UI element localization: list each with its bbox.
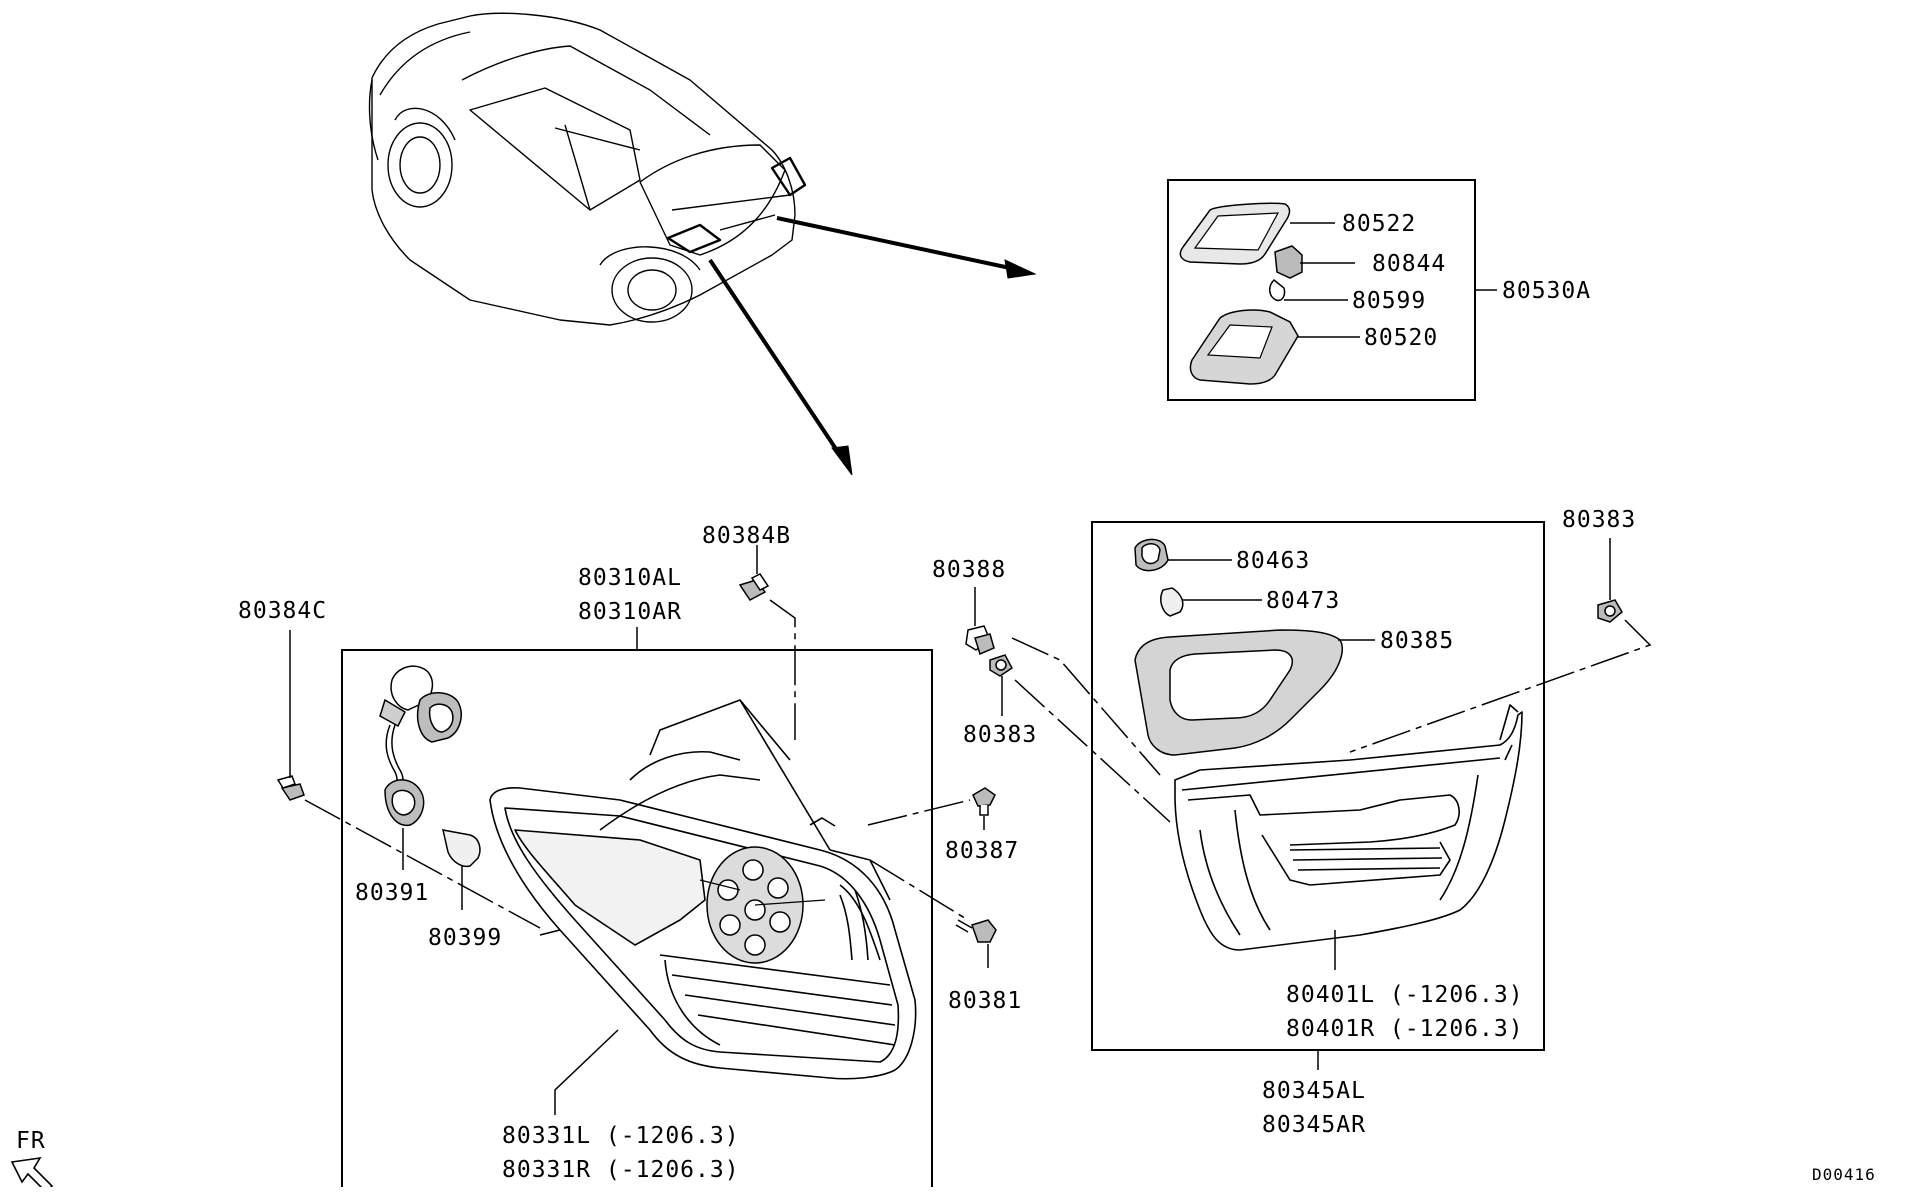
label-80401R: 80401R (-1206.3): [1286, 1016, 1524, 1042]
label-80522: 80522: [1342, 211, 1416, 237]
label-80331L: 80331L (-1206.3): [502, 1123, 740, 1149]
label-80599: 80599: [1352, 288, 1426, 314]
label-80310AL: 80310AL: [578, 565, 682, 591]
inner-tail-lamp: [1174, 704, 1523, 951]
clip-80383-mid: [989, 654, 1013, 716]
label-80388: 80388: [932, 557, 1006, 583]
license-lamp-group: 80522 80844 80599 80520 80530A: [1167, 179, 1591, 401]
label-80383-right: 80383: [1562, 507, 1636, 533]
label-80391: 80391: [355, 880, 429, 906]
label-80844: 80844: [1372, 251, 1446, 277]
clip-80383-right: [1349, 538, 1652, 753]
pointer-arrows: [708, 216, 1037, 476]
label-80383-mid: 80383: [963, 722, 1037, 748]
clip-80388: [965, 587, 995, 656]
direction-label: FR: [16, 1128, 46, 1154]
label-80381: 80381: [948, 988, 1022, 1014]
screw-80381: [869, 859, 997, 968]
label-80384C: 80384C: [238, 598, 327, 624]
label-80310AR: 80310AR: [578, 599, 682, 625]
lamp-socket-icon: [1274, 245, 1303, 279]
outer-tail-lamp-group: 80310AL 80310AR: [341, 565, 933, 1191]
outer-tail-lamp: [489, 699, 917, 1080]
front-direction-arrow-icon: [10, 1156, 54, 1192]
inner-tail-lamp-group: 80463 80473 80385: [1091, 521, 1545, 1138]
label-80385: 80385: [1380, 628, 1454, 654]
label-80463: 80463: [1236, 548, 1310, 574]
outer-lamp-reflector: [699, 846, 826, 964]
label-80331R: 80331R (-1206.3): [502, 1157, 740, 1183]
socket-harness: [379, 665, 462, 827]
bulb-80473: [1160, 587, 1262, 617]
label-80384B: 80384B: [702, 523, 791, 549]
clip-80384C: [276, 630, 541, 929]
label-80345AR: 80345AR: [1262, 1112, 1366, 1138]
lamp-bulb-icon: [1269, 278, 1286, 302]
label-80387: 80387: [945, 838, 1019, 864]
diagram-code: D00416: [1812, 1165, 1876, 1184]
clip-80384B: [738, 545, 796, 740]
label-80530A: 80530A: [1502, 278, 1591, 304]
label-80399: 80399: [428, 925, 502, 951]
socket-80463: [1134, 538, 1232, 572]
small-bulb-80399: [442, 829, 481, 868]
car-illustration: [368, 12, 807, 326]
label-80473: 80473: [1266, 588, 1340, 614]
gasket-80385: [1134, 629, 1375, 756]
label-80520: 80520: [1364, 325, 1438, 351]
clip-80387: [867, 787, 996, 830]
label-80345AL: 80345AL: [1262, 1078, 1366, 1104]
label-80401L: 80401L (-1206.3): [1286, 982, 1524, 1008]
